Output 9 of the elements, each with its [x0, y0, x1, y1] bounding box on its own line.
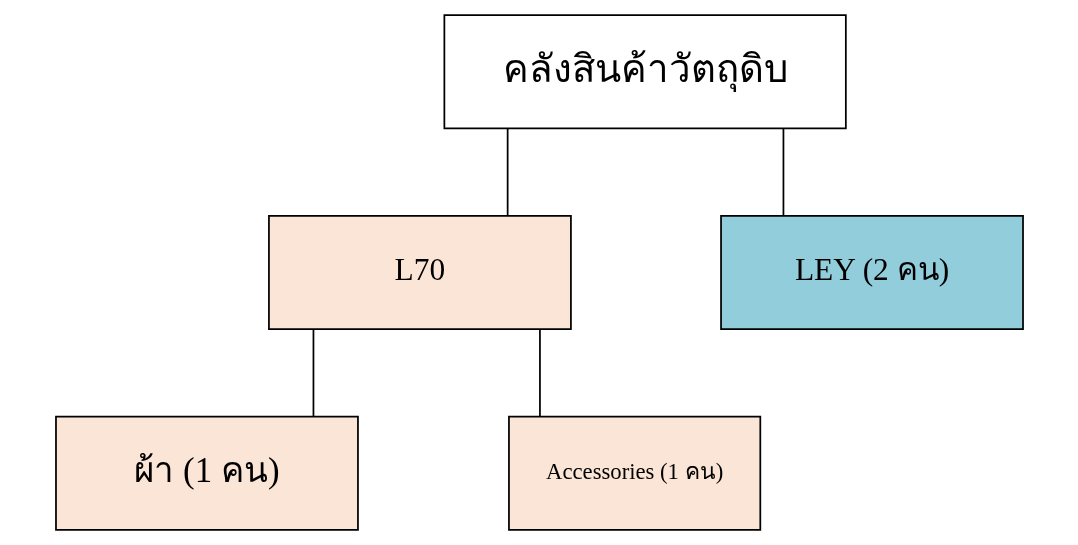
node-box: Accessories (1 คน)	[507, 415, 761, 531]
node-box: LEY (2 คน)	[719, 214, 1024, 331]
connector	[782, 127, 784, 217]
node-box: ผ้า (1 คน)	[54, 415, 359, 531]
connector	[506, 127, 508, 217]
connector	[312, 328, 314, 417]
connector	[538, 328, 541, 417]
node-box: L70	[267, 214, 572, 331]
node-box: คลังสินค้าวัตถุดิบ	[443, 14, 847, 130]
